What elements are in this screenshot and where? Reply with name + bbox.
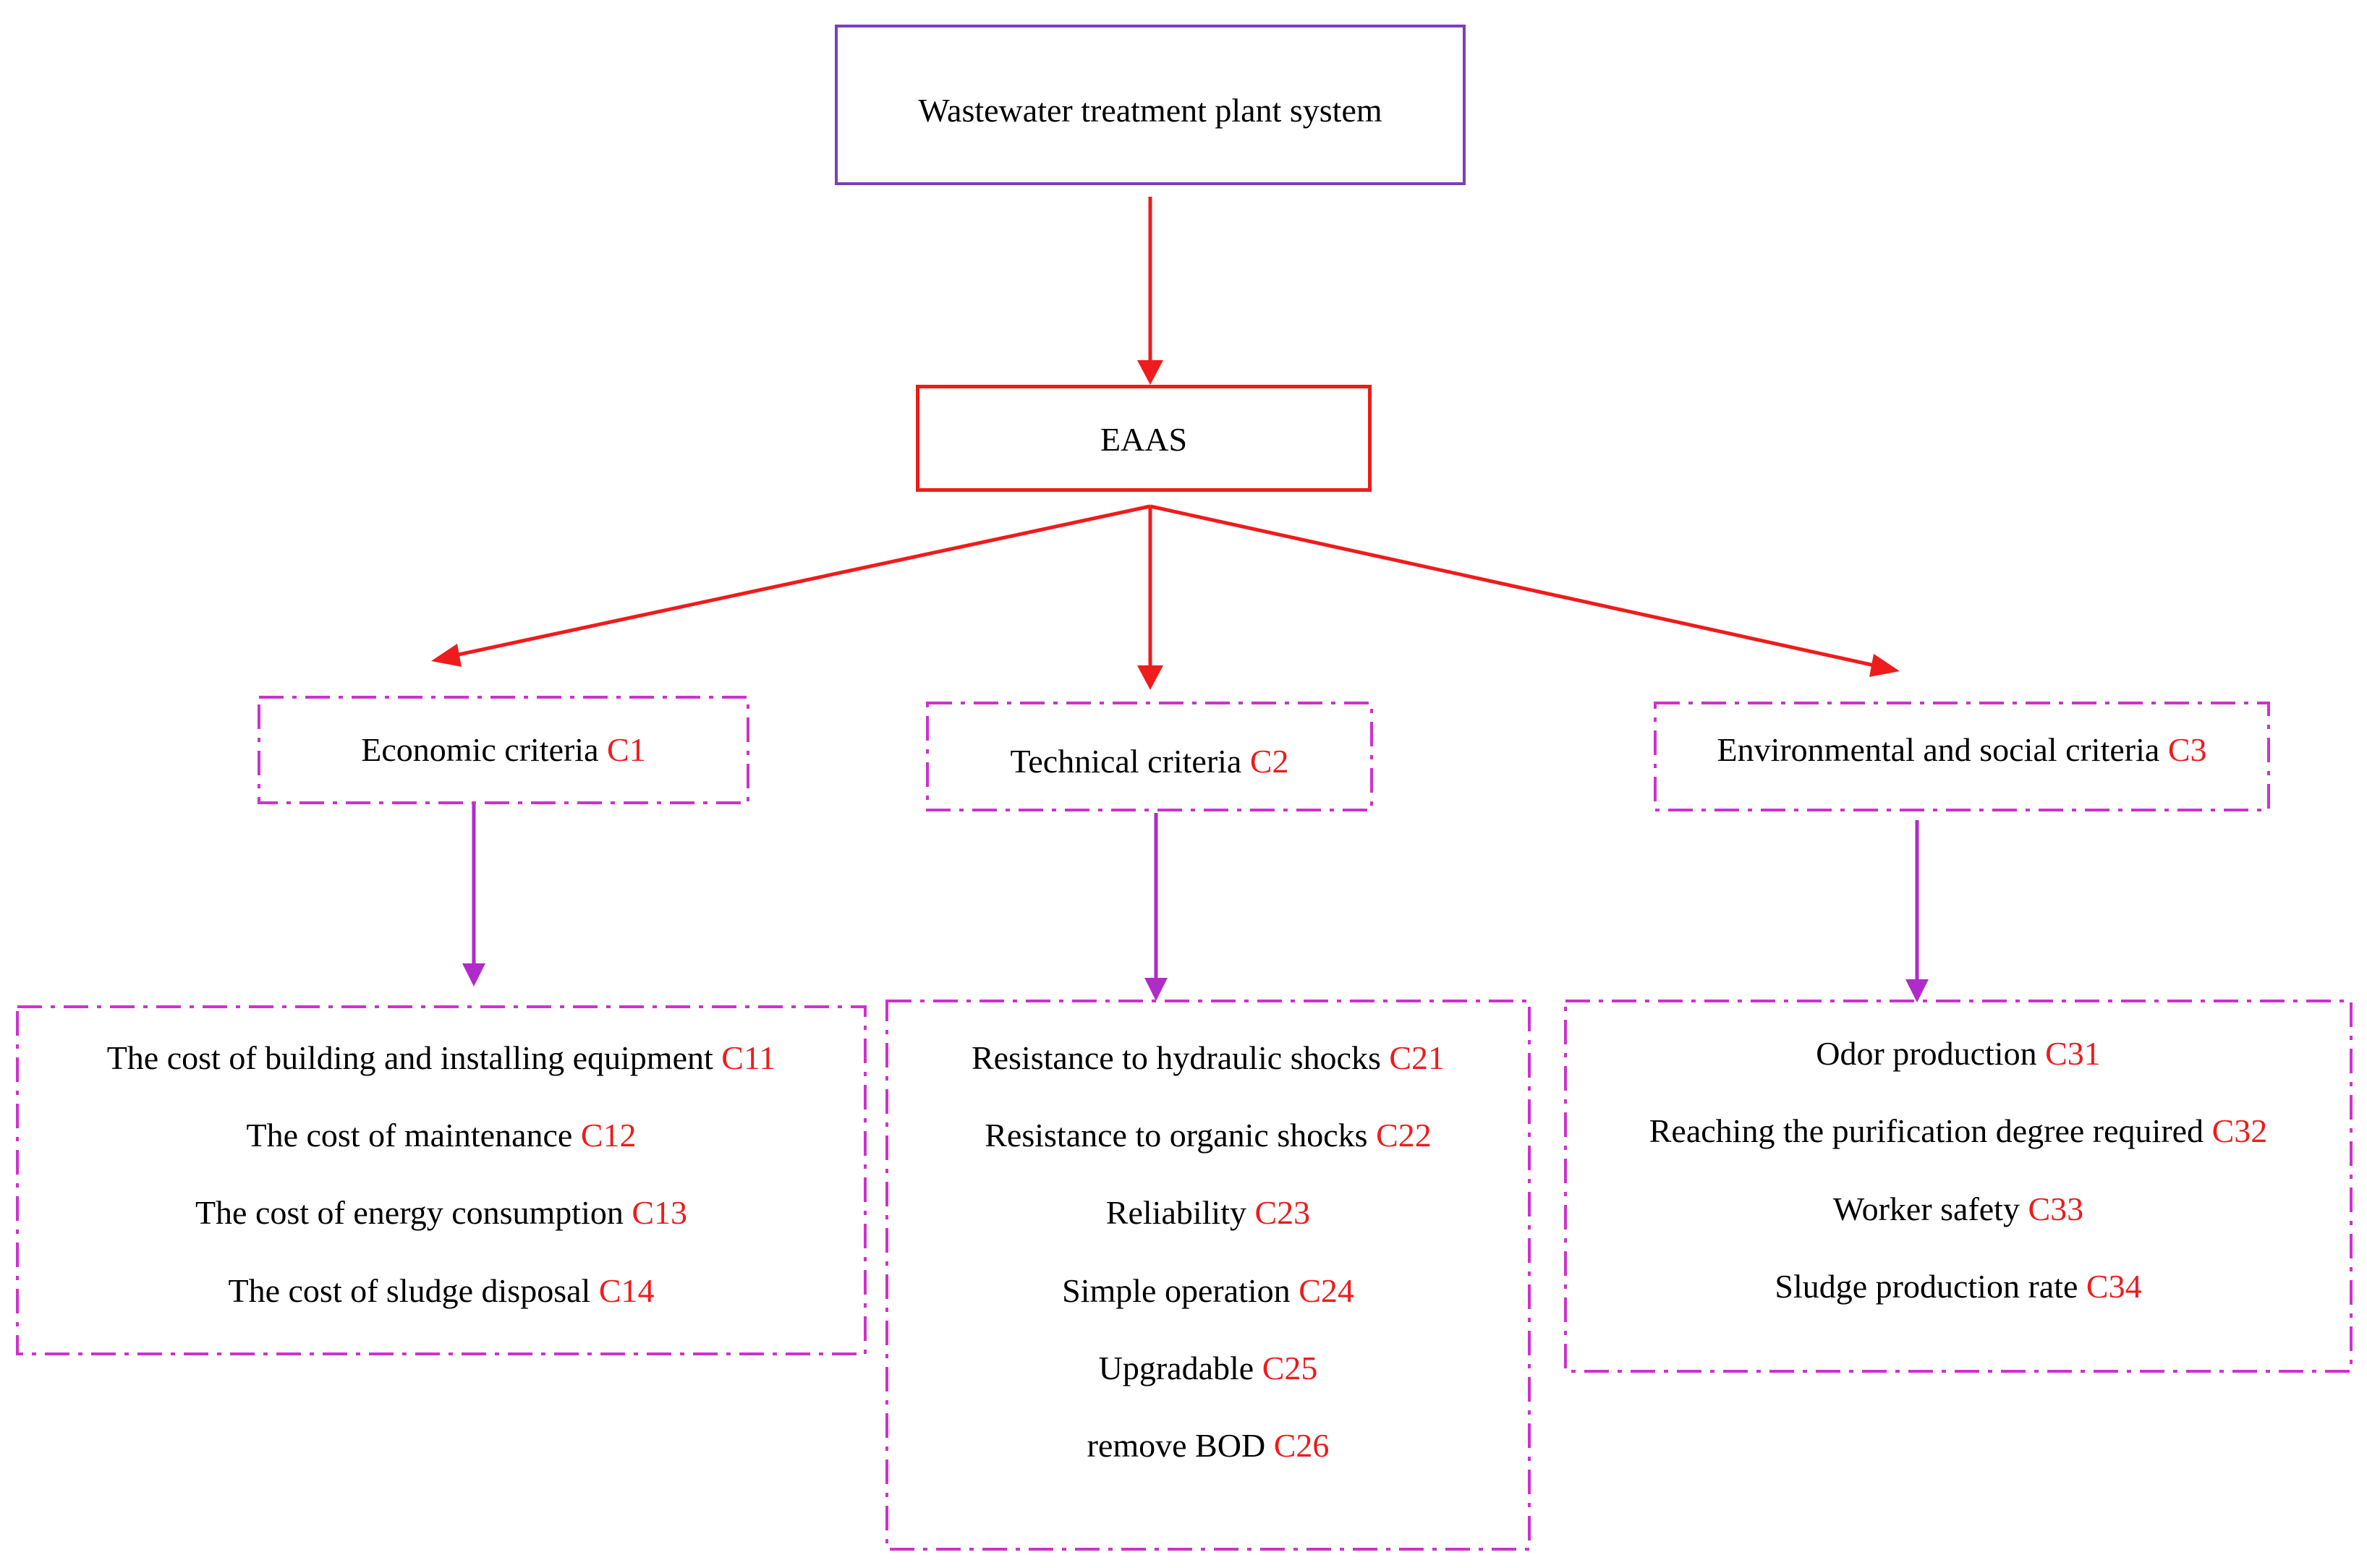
- root-label: Wastewater treatment plant system: [918, 92, 1382, 129]
- root-node: Wastewater treatment plant system: [835, 25, 1466, 185]
- item-code: C14: [598, 1272, 655, 1309]
- item-name: The cost of building and installing equi…: [106, 1039, 713, 1076]
- list-item: Simple operation C24: [887, 1274, 1529, 1308]
- list-item: The cost of building and installing equi…: [17, 1041, 865, 1075]
- arrowhead-eaas-to-c3: [1869, 654, 1900, 677]
- list-item: Worker safety C33: [1565, 1193, 2351, 1226]
- item-code: C25: [1262, 1350, 1318, 1386]
- arrow-eaas-to-c1: [448, 504, 1151, 659]
- sub-criteria-c3: Odor production C31 Reaching the purific…: [1565, 1001, 2351, 1371]
- list-item: The cost of sludge disposal C14: [17, 1274, 865, 1308]
- sub-criteria-c1: The cost of building and installing equi…: [17, 1007, 865, 1354]
- item-name: The cost of maintenance: [246, 1117, 573, 1154]
- item-name: Sludge production rate: [1775, 1268, 2078, 1305]
- item-name: The cost of sludge disposal: [228, 1272, 591, 1309]
- item-code: C12: [580, 1117, 637, 1154]
- item-code: C34: [2086, 1268, 2142, 1305]
- criterion-label: Environmental and social criteria C3: [1655, 733, 2269, 767]
- item-code: C26: [1273, 1427, 1330, 1464]
- list-item: Sludge production rate C34: [1565, 1270, 2351, 1303]
- sub-criteria-c2: Resistance to hydraulic shocks C21 Resis…: [887, 1001, 1529, 1549]
- item-code: C23: [1254, 1194, 1311, 1231]
- item-name: Odor production: [1816, 1035, 2037, 1072]
- criterion-name: Technical criteria: [1010, 743, 1242, 780]
- item-code: C32: [2211, 1112, 2268, 1149]
- c2-frame: [926, 702, 1373, 811]
- item-name: Resistance to organic shocks: [985, 1117, 1368, 1154]
- list-item: Reliability C23: [887, 1196, 1529, 1230]
- item-name: Resistance to hydraulic shocks: [971, 1039, 1381, 1076]
- arrowhead-root-to-eaas: [1137, 360, 1163, 385]
- list-item: Odor production C31: [1565, 1037, 2351, 1070]
- criterion-name: Economic criteria: [361, 731, 599, 768]
- list-item: The cost of maintenance C12: [17, 1119, 865, 1152]
- item-code: C22: [1376, 1117, 1432, 1154]
- c3-frame: [1654, 702, 2270, 811]
- item-name: Upgradable: [1098, 1350, 1254, 1386]
- item-code: C21: [1389, 1039, 1445, 1076]
- criterion-c3: Environmental and social criteria C3: [1655, 703, 2269, 810]
- arrowhead-c2-to-items: [1144, 978, 1168, 1001]
- criterion-label: Economic criteria C1: [259, 733, 748, 767]
- goal-node: EAAS: [916, 385, 1372, 492]
- arrowhead-eaas-to-c2: [1137, 665, 1163, 690]
- criterion-name: Environmental and social criteria: [1717, 731, 2160, 768]
- item-name: Worker safety: [1832, 1190, 2020, 1227]
- c3-items-frame: [1564, 1000, 2353, 1373]
- item-code: C13: [632, 1194, 688, 1231]
- list-item: Resistance to organic shocks C22: [887, 1119, 1529, 1152]
- item-code: C11: [721, 1039, 776, 1076]
- item-code: C33: [2028, 1190, 2084, 1227]
- arrowhead-c3-to-items: [1905, 979, 1929, 1002]
- c1-items-frame: [16, 1005, 867, 1355]
- criterion-c2: Technical criteria C2: [927, 703, 1372, 810]
- item-code: C24: [1299, 1272, 1354, 1309]
- arrowhead-eaas-to-c1: [431, 644, 462, 667]
- goal-label: EAAS: [1100, 421, 1188, 458]
- arrow-eaas-to-c3: [1149, 504, 1882, 669]
- item-name: remove BOD: [1087, 1427, 1266, 1464]
- item-code: C31: [2045, 1035, 2101, 1072]
- criterion-label: Technical criteria C2: [927, 745, 1372, 778]
- list-item: remove BOD C26: [887, 1429, 1529, 1462]
- list-item: Reaching the purification degree require…: [1565, 1115, 2351, 1148]
- item-name: Reaching the purification degree require…: [1649, 1112, 2204, 1149]
- item-name: Simple operation: [1062, 1272, 1291, 1309]
- c1-frame: [258, 696, 749, 804]
- criterion-code: C1: [607, 731, 646, 768]
- criterion-c1: Economic criteria C1: [259, 697, 748, 803]
- item-name: The cost of energy consumption: [195, 1194, 624, 1231]
- list-item: Upgradable C25: [887, 1352, 1529, 1385]
- item-name: Reliability: [1105, 1194, 1246, 1231]
- criterion-code: C3: [2167, 731, 2207, 768]
- c2-items-frame: [885, 1000, 1531, 1551]
- arrowhead-c1-to-items: [462, 963, 485, 987]
- list-item: Resistance to hydraulic shocks C21: [887, 1041, 1529, 1075]
- list-item: The cost of energy consumption C13: [17, 1196, 865, 1230]
- criterion-code: C2: [1249, 743, 1289, 780]
